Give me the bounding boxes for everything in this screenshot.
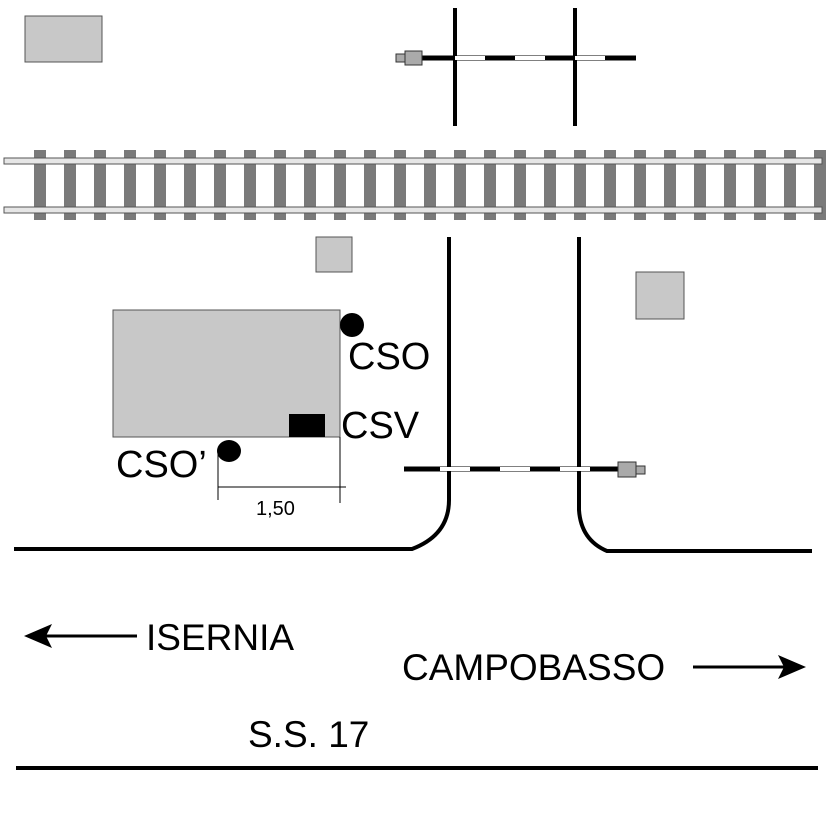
track-sleeper <box>124 150 136 220</box>
isernia-label: ISERNIA <box>146 617 294 658</box>
railway-track <box>3 150 826 220</box>
road-edge-right <box>577 237 812 553</box>
track-sleeper <box>274 150 286 220</box>
cso-marker <box>340 313 364 337</box>
dimension-label: 1,50 <box>256 498 295 520</box>
building-right <box>635 271 685 320</box>
track-rail <box>3 206 823 214</box>
track-sleeper <box>754 150 766 220</box>
building-top-left <box>24 15 103 63</box>
barrier-south-counterweight <box>617 461 637 478</box>
track-sleeper <box>484 150 496 220</box>
track-sleeper <box>694 150 706 220</box>
track-sleeper <box>604 150 616 220</box>
track-sleeper <box>544 150 556 220</box>
track-sleeper <box>394 150 406 220</box>
track-sleeper <box>664 150 676 220</box>
cso-prime-label: CSO’ <box>116 444 207 486</box>
track-sleeper <box>154 150 166 220</box>
track-sleeper <box>814 150 826 220</box>
track-sleeper <box>64 150 76 220</box>
track-sleeper <box>244 150 256 220</box>
track-sleeper <box>454 150 466 220</box>
track-sleeper <box>94 150 106 220</box>
track-sleeper <box>334 150 346 220</box>
track-sleeper <box>724 150 736 220</box>
road-edge-left <box>14 237 451 551</box>
track-sleeper <box>574 150 586 220</box>
cso-prime-marker <box>217 440 241 462</box>
csv-label: CSV <box>341 405 420 447</box>
barrier-north-counterweight <box>404 50 423 66</box>
cso-label: CSO <box>348 336 430 378</box>
road-label: S.S. 17 <box>248 714 369 755</box>
track-sleeper <box>634 150 646 220</box>
arrow-isernia <box>24 624 137 648</box>
arrow-campobasso <box>693 655 806 679</box>
building-small-center <box>315 236 353 273</box>
csv-marker <box>289 414 325 437</box>
track-rail <box>3 157 823 165</box>
barrier-south <box>404 461 646 478</box>
track-sleeper <box>424 150 436 220</box>
barrier-north <box>395 8 636 126</box>
track-sleeper <box>784 150 796 220</box>
track-sleeper <box>34 150 46 220</box>
track-sleeper <box>184 150 196 220</box>
track-sleeper <box>514 150 526 220</box>
track-sleeper <box>214 150 226 220</box>
track-sleeper <box>364 150 376 220</box>
dimension-line <box>217 437 346 503</box>
campobasso-label: CAMPOBASSO <box>402 647 665 688</box>
track-sleeper <box>304 150 316 220</box>
